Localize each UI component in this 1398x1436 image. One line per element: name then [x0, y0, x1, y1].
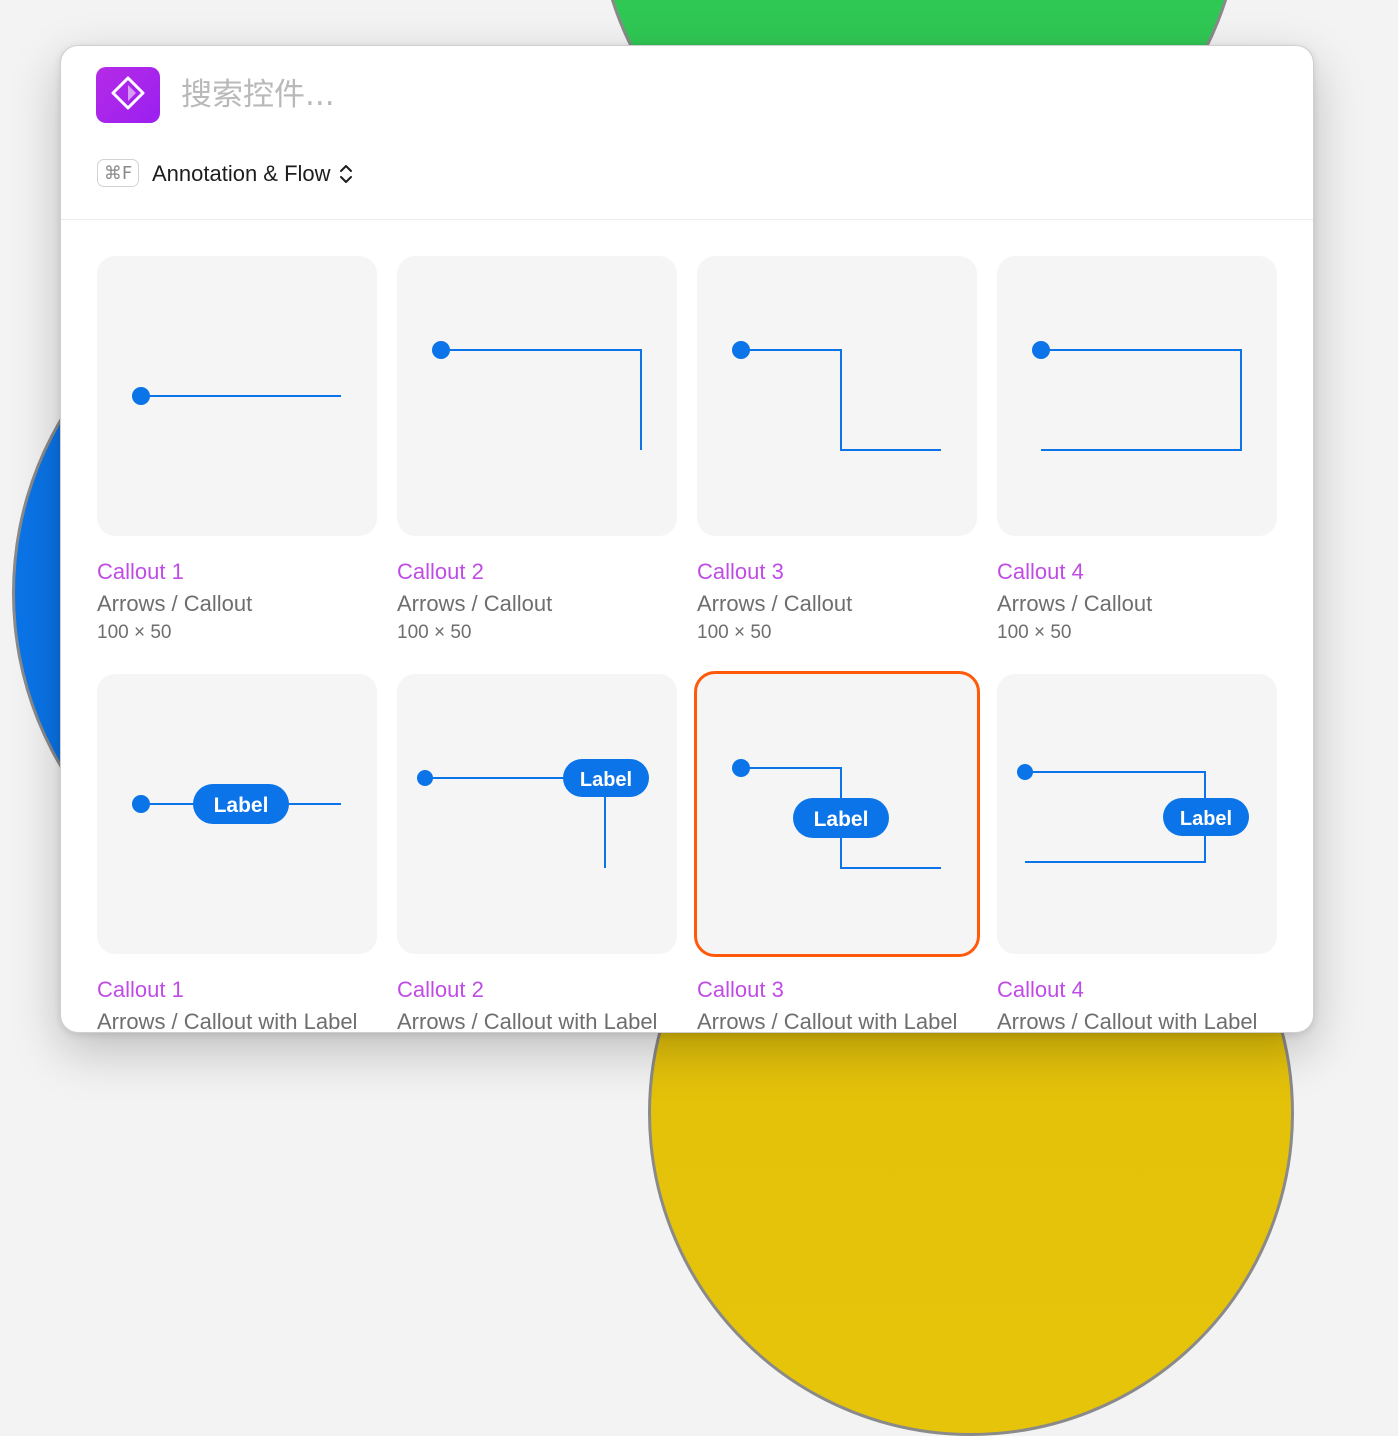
- component-title: Callout 4: [997, 559, 1084, 584]
- component-card[interactable]: Callout 3 Arrows / Callout 100 × 50: [697, 256, 977, 643]
- component-size: 100 × 50: [697, 622, 772, 643]
- component-thumbnail: Label: [694, 671, 980, 957]
- component-title: Callout 1: [97, 977, 184, 1002]
- callout-label: Label: [814, 808, 869, 831]
- component-card[interactable]: Label Callout 2 Arrows / Callout with La…: [397, 674, 677, 1032]
- component-thumbnail: Label: [397, 674, 677, 954]
- component-thumbnail: [997, 256, 1277, 536]
- component-title: Callout 2: [397, 977, 484, 1002]
- chevron-up-down-icon: [339, 163, 353, 185]
- callout-label: Label: [214, 794, 269, 817]
- component-path: Arrows / Callout with Label: [97, 1009, 358, 1033]
- callout-4-preview: [1032, 341, 1242, 451]
- component-path: Arrows / Callout: [397, 591, 553, 616]
- category-label: Annotation & Flow: [152, 161, 331, 186]
- panel-header: ⌘F Annotation & Flow: [61, 46, 1313, 220]
- callout-3-label-preview: Label: [732, 759, 941, 869]
- component-thumbnail: [397, 256, 677, 536]
- component-title: Callout 4: [997, 977, 1084, 1002]
- callout-1-preview: [132, 387, 341, 405]
- component-thumbnail: Label: [997, 674, 1277, 954]
- component-title: Callout 1: [97, 559, 184, 584]
- component-path: Arrows / Callout: [97, 591, 253, 616]
- component-size: 100 × 50: [97, 622, 172, 643]
- callout-label: Label: [580, 769, 632, 791]
- callout-2-label-preview: Label: [417, 759, 649, 868]
- component-thumbnail: Label: [97, 674, 377, 954]
- component-card[interactable]: Callout 4 Arrows / Callout 100 × 50: [997, 256, 1277, 643]
- component-path: Arrows / Callout with Label: [697, 1009, 958, 1033]
- component-card[interactable]: Label Callout 4 Arrows / Callout with La…: [997, 674, 1277, 1032]
- callout-1-label-preview: Label: [132, 784, 341, 824]
- shortcut-badge: ⌘F: [97, 159, 139, 187]
- component-size: 100 × 50: [397, 622, 472, 643]
- component-title: Callout 3: [697, 559, 784, 584]
- component-card[interactable]: Callout 2 Arrows / Callout 100 × 50: [397, 256, 677, 643]
- component-title: Callout 2: [397, 559, 484, 584]
- component-card-selected[interactable]: Label Callout 3 Arrows / Callout with La…: [694, 671, 980, 1032]
- search-input[interactable]: [179, 72, 783, 118]
- component-path: Arrows / Callout: [997, 591, 1153, 616]
- component-path: Arrows / Callout with Label: [997, 1009, 1258, 1033]
- component-path: Arrows / Callout: [697, 591, 853, 616]
- component-title: Callout 3: [697, 977, 784, 1002]
- callout-label: Label: [1180, 808, 1232, 830]
- component-thumbnail: [97, 256, 377, 536]
- app-logo: [96, 67, 160, 123]
- component-picker-panel: ⌘F Annotation & Flow Callout 1 Arrows / …: [60, 45, 1314, 1033]
- callout-2-preview: [432, 341, 642, 450]
- category-selector[interactable]: Annotation & Flow: [152, 158, 353, 190]
- component-card[interactable]: Label Callout 1 Arrows / Callout with La…: [97, 674, 377, 1032]
- component-path: Arrows / Callout with Label: [397, 1009, 658, 1033]
- component-size: 100 × 50: [997, 622, 1072, 643]
- callout-4-label-preview: Label: [1017, 764, 1249, 863]
- diamond-component-icon: [111, 76, 145, 115]
- callout-3-preview: [732, 341, 941, 451]
- component-card[interactable]: Callout 1 Arrows / Callout 100 × 50: [97, 256, 377, 643]
- component-thumbnail: [697, 256, 977, 536]
